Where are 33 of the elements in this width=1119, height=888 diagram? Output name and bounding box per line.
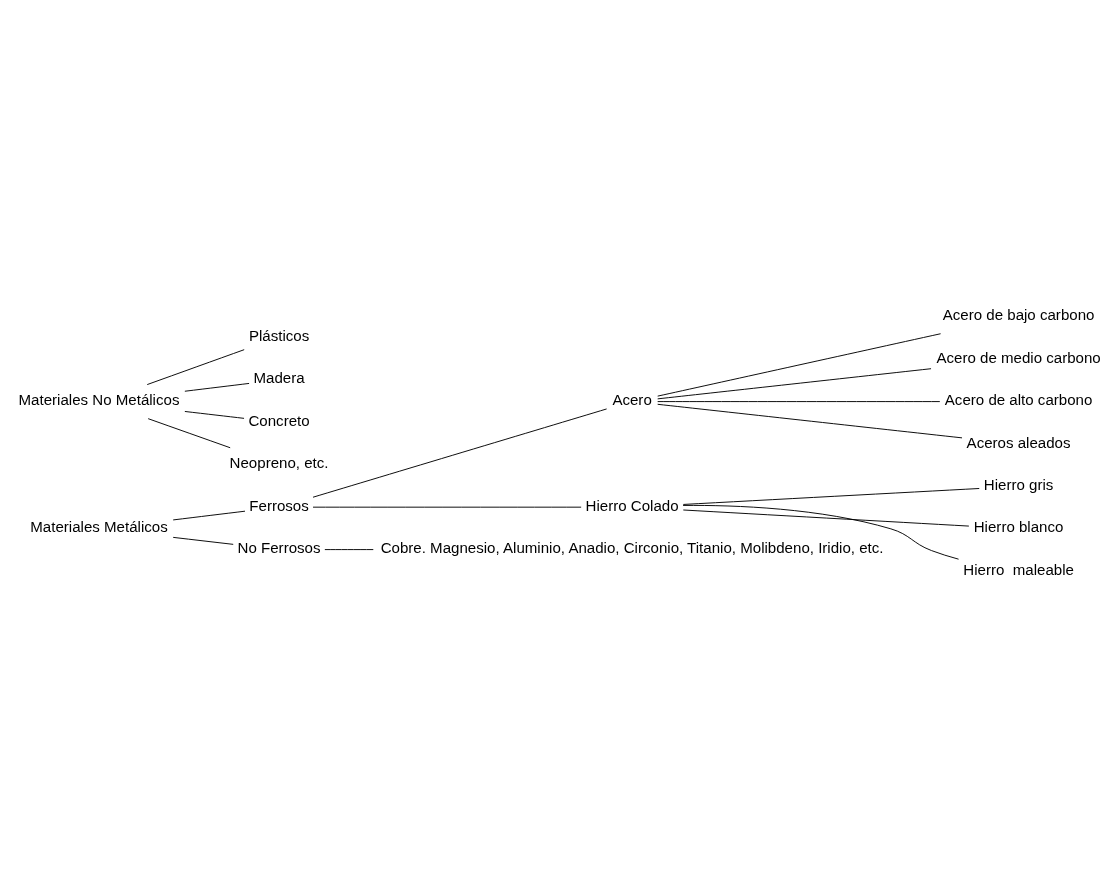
connector bbox=[146, 349, 245, 386]
connector bbox=[184, 382, 250, 392]
connector bbox=[657, 368, 932, 400]
node-text: Acero de alto carbono bbox=[944, 391, 1093, 409]
node-text: Hierro Colado bbox=[585, 496, 679, 514]
connector bbox=[324, 549, 374, 551]
connector bbox=[172, 510, 246, 521]
node-text: Hierro gris bbox=[983, 476, 1054, 493]
connector bbox=[682, 488, 980, 505]
connector bbox=[312, 408, 608, 498]
connector bbox=[172, 536, 234, 545]
connector bbox=[657, 403, 963, 439]
node-text: Madera bbox=[253, 369, 305, 387]
connector bbox=[184, 411, 245, 419]
node-text: No Ferrosos bbox=[237, 539, 321, 557]
node-text: Hierro maleable bbox=[963, 560, 1074, 578]
connector bbox=[657, 333, 942, 397]
node-text: Ferrosos bbox=[249, 496, 309, 514]
node-text: Aceros aleados bbox=[966, 433, 1071, 451]
node-text: Concreto bbox=[248, 411, 310, 429]
node-text: Acero de bajo carbono bbox=[942, 306, 1095, 324]
connector bbox=[657, 401, 941, 403]
node-text: Acero de medio carbono bbox=[936, 348, 1101, 366]
node-text: Neopreno, etc. bbox=[229, 454, 329, 472]
node-text: Cobre. Magnesio, Aluminio, Anadio, Circonio, Titanio, Molibdeno, Iridio, etc. bbox=[380, 539, 884, 557]
node-text: Materiales Metálicos bbox=[30, 518, 168, 536]
connector bbox=[682, 509, 970, 527]
node-text: Materiales No Metálicos bbox=[18, 391, 180, 409]
node-text: Plásticos bbox=[248, 327, 310, 345]
connector bbox=[147, 418, 231, 449]
connector bbox=[682, 504, 960, 560]
node-text: Hierro blanco bbox=[973, 518, 1064, 536]
node-text: Acero bbox=[612, 391, 652, 409]
